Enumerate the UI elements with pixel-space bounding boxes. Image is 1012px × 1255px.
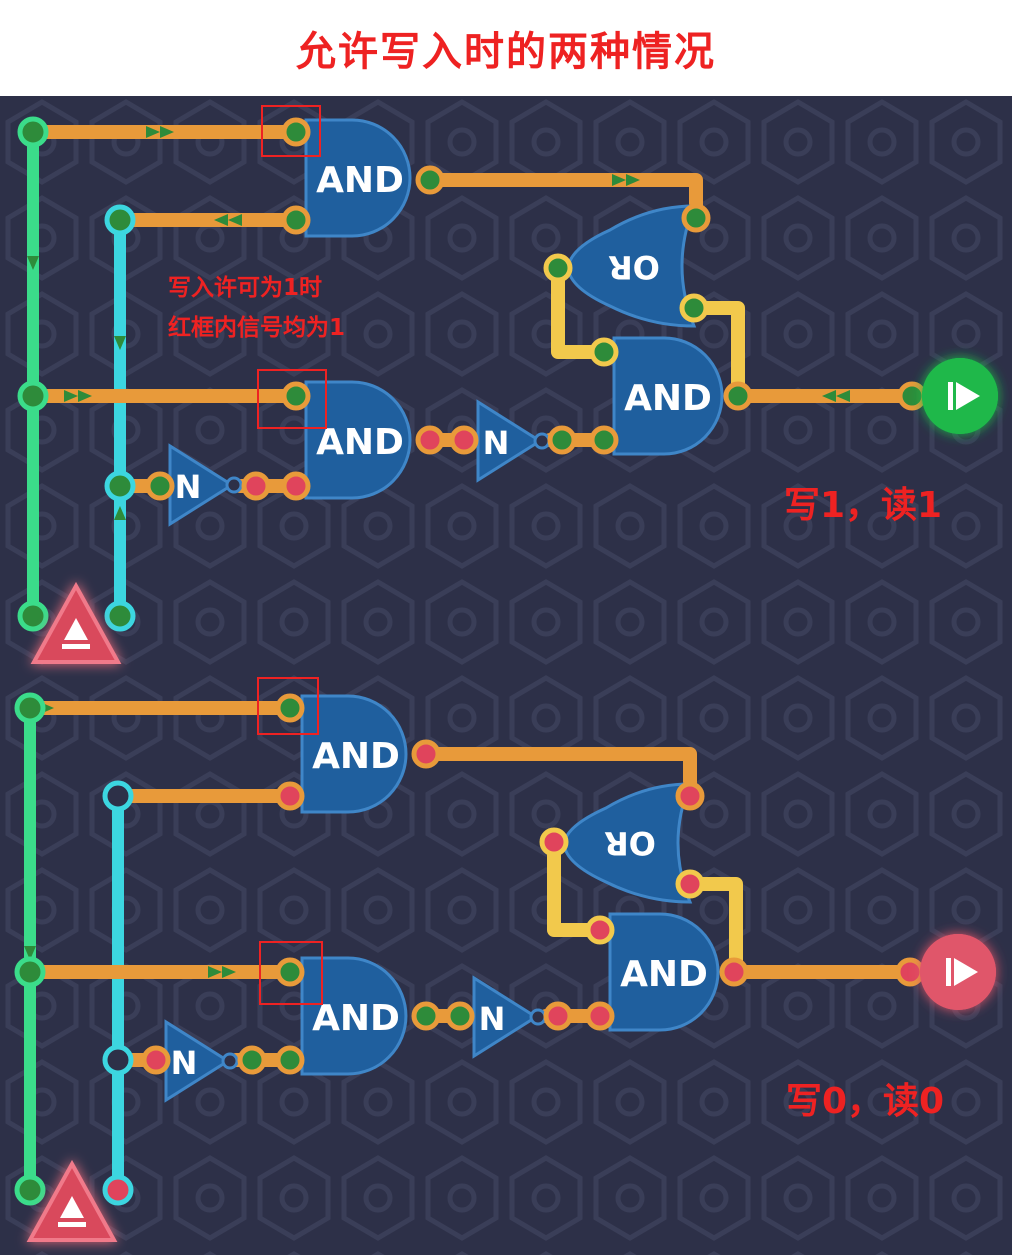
not-label: N — [483, 424, 510, 462]
and-label: AND — [312, 736, 400, 777]
and-gate-top-2[interactable]: AND — [304, 380, 412, 500]
page-title: 允许写入时的两种情况 — [0, 0, 1012, 96]
not-gate-bottom-2[interactable]: N — [472, 975, 547, 1059]
circuit-board: AND AND AND OR N N — [0, 96, 1012, 1255]
result-label-top: 写1，读1 — [784, 485, 943, 526]
wire-top-feedback-in — [551, 261, 611, 359]
and-label: AND — [312, 998, 400, 1039]
not-label: N — [171, 1044, 198, 1082]
and-gate-bottom-3[interactable]: AND — [608, 912, 720, 1032]
or-gate-top[interactable]: OR — [566, 204, 697, 328]
and-label: AND — [624, 378, 712, 419]
and-label: AND — [316, 422, 404, 463]
and-gate-bottom-2[interactable]: AND — [300, 956, 408, 1076]
signal-flow-markers-top — [27, 126, 850, 520]
top-circuit: AND AND AND OR N N — [17, 105, 998, 664]
or-label: OR — [604, 824, 656, 862]
wire-top-feedback-out — [687, 301, 745, 403]
not-gate-top-1[interactable]: N — [168, 443, 243, 527]
highlight-boxes-top — [257, 105, 327, 429]
play-output-icon[interactable] — [920, 934, 996, 1010]
bottom-circuit: AND AND AND OR N N — [14, 677, 996, 1242]
and-label: AND — [620, 954, 708, 995]
input-triangle-icon[interactable] — [30, 581, 122, 664]
and-gate-bottom-1[interactable]: AND — [300, 694, 408, 814]
wire-bottom-feedback-in — [547, 835, 607, 937]
highlight-boxes-bottom — [257, 677, 323, 1005]
and-gate-top-1[interactable]: AND — [304, 118, 412, 238]
result-label-bottom: 写0，读0 — [786, 1081, 945, 1122]
circuit-canvas: AND AND AND OR N N — [0, 96, 1012, 1255]
not-gate-top-2[interactable]: N — [476, 399, 551, 483]
or-label: OR — [608, 248, 660, 286]
play-output-icon[interactable] — [922, 358, 998, 434]
annotation-note-line-1: 写入许可为1时 — [168, 275, 323, 301]
not-label: N — [175, 468, 202, 506]
annotation-note-line-2: 红框内信号均为1 — [168, 315, 346, 341]
and-gate-top-3[interactable]: AND — [612, 336, 724, 456]
not-label: N — [479, 1000, 506, 1038]
or-gate-bottom[interactable]: OR — [562, 782, 693, 904]
input-triangle-icon[interactable] — [26, 1159, 118, 1242]
pins-bottom — [14, 692, 925, 1206]
and-label: AND — [316, 160, 404, 201]
wire-bottom-feedback-out — [683, 877, 743, 979]
pins-top — [17, 116, 927, 632]
